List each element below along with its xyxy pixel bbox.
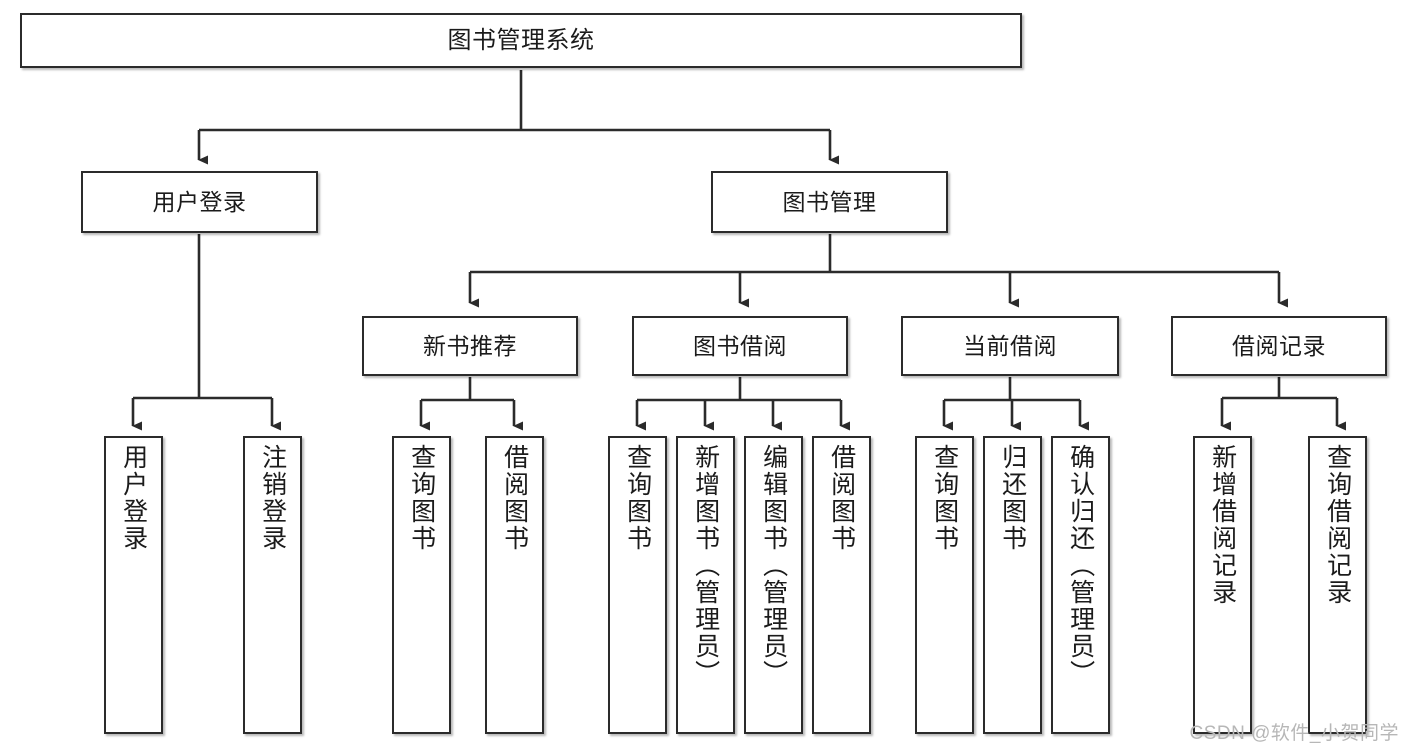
leaf-book-borrow-query[interactable]: 查询图书 <box>608 436 667 734</box>
node-label: 用户登录 <box>152 188 247 215</box>
node-label: 归还图书 <box>998 444 1027 552</box>
watermark: CSDN @软件_小贺同学 <box>1189 723 1399 744</box>
leaf-user-login-logout[interactable]: 注销登录 <box>243 436 302 734</box>
node-borrow-record[interactable]: 借阅记录 <box>1171 316 1387 376</box>
node-label: 用户登录 <box>119 444 148 552</box>
leaf-borrow-record-add[interactable]: 新增借阅记录 <box>1193 436 1252 734</box>
node-label: 图书管理 <box>782 188 877 215</box>
node-book-management[interactable]: 图书管理 <box>711 171 948 233</box>
node-label: 图书管理系统 <box>447 26 595 54</box>
node-label: 新增图书（管理员） <box>691 444 720 687</box>
node-label: 新增借阅记录 <box>1208 444 1237 606</box>
leaf-user-login-login[interactable]: 用户登录 <box>104 436 163 734</box>
node-label: 借阅图书 <box>827 444 856 552</box>
node-label: 查询图书 <box>623 444 652 552</box>
node-label: 借阅记录 <box>1232 332 1326 359</box>
node-book-borrow[interactable]: 图书借阅 <box>632 316 848 376</box>
node-label: 查询借阅记录 <box>1323 444 1352 606</box>
node-label: 编辑图书（管理员） <box>759 444 788 687</box>
node-new-book-recommend[interactable]: 新书推荐 <box>362 316 578 376</box>
node-user-login[interactable]: 用户登录 <box>81 171 318 233</box>
node-root-system[interactable]: 图书管理系统 <box>20 13 1022 68</box>
node-label: 图书借阅 <box>693 332 787 359</box>
leaf-new-book-query[interactable]: 查询图书 <box>392 436 451 734</box>
leaf-book-borrow-borrow[interactable]: 借阅图书 <box>812 436 871 734</box>
node-label: 注销登录 <box>258 444 287 552</box>
leaf-book-borrow-edit[interactable]: 编辑图书（管理员） <box>744 436 803 734</box>
leaf-book-borrow-add[interactable]: 新增图书（管理员） <box>676 436 735 734</box>
leaf-current-borrow-confirm-return[interactable]: 确认归还（管理员） <box>1051 436 1110 734</box>
node-label: 查询图书 <box>407 444 436 552</box>
node-label: 查询图书 <box>930 444 959 552</box>
node-label: 当前借阅 <box>963 332 1057 359</box>
node-label: 确认归还（管理员） <box>1066 444 1095 687</box>
leaf-borrow-record-query[interactable]: 查询借阅记录 <box>1308 436 1367 734</box>
leaf-new-book-borrow[interactable]: 借阅图书 <box>485 436 544 734</box>
node-current-borrow[interactable]: 当前借阅 <box>901 316 1119 376</box>
leaf-current-borrow-return[interactable]: 归还图书 <box>983 436 1042 734</box>
node-label: 新书推荐 <box>423 332 517 359</box>
node-label: 借阅图书 <box>500 444 529 552</box>
leaf-current-borrow-query[interactable]: 查询图书 <box>915 436 974 734</box>
